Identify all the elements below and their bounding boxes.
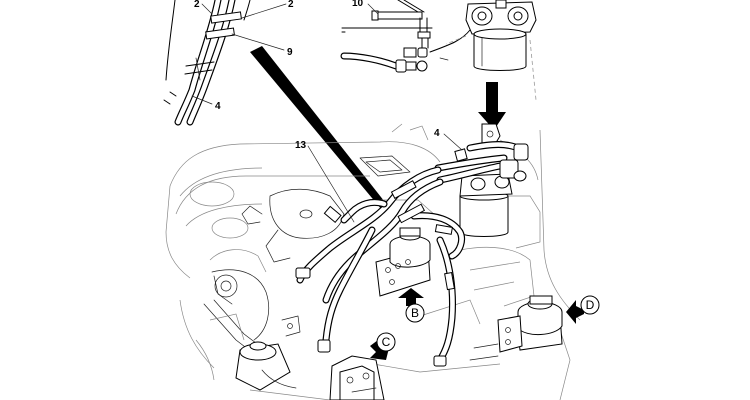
callout-10: 10 [352, 0, 364, 9]
callout-4-filter: 4 [434, 128, 440, 139]
engine-mount-left [235, 315, 301, 391]
view-marker-d: D [586, 298, 595, 312]
leader-4-upper [191, 95, 213, 105]
arrow-view-b [398, 288, 424, 306]
view-marker-c-circle [376, 332, 396, 352]
leader-13 [307, 145, 355, 223]
callout-4-upper: 4 [215, 101, 221, 112]
leader-9 [231, 33, 285, 51]
callout-9: 9 [287, 47, 293, 58]
callout-2-right: 2 [288, 0, 294, 10]
filter-pointer-wedge [478, 82, 506, 130]
view-marker-c: C [382, 335, 391, 349]
filter-housing [434, 123, 529, 237]
engine-mount-d [469, 295, 563, 361]
view-marker-b-circle [405, 303, 425, 323]
leader-10 [367, 3, 379, 15]
detail-filter-assembly [445, 0, 537, 101]
leader-4-filter [443, 133, 463, 151]
hose-harness [295, 166, 466, 367]
view-marker-b: B [411, 306, 419, 320]
detail-hose-clamp [163, 0, 251, 126]
leader-2-left [201, 3, 213, 15]
engine-mount-c [329, 355, 385, 400]
arrow-view-c [370, 340, 390, 360]
view-marker-d-circle [580, 295, 600, 315]
arrow-view-d [566, 300, 584, 324]
detail-hose-fittings [340, 0, 471, 73]
callout-13: 13 [295, 140, 307, 151]
leader-2-right [241, 3, 287, 19]
callout-2-left: 2 [194, 0, 200, 10]
detail-pointer-wedge [250, 46, 388, 210]
engine-mount-b [375, 227, 431, 297]
